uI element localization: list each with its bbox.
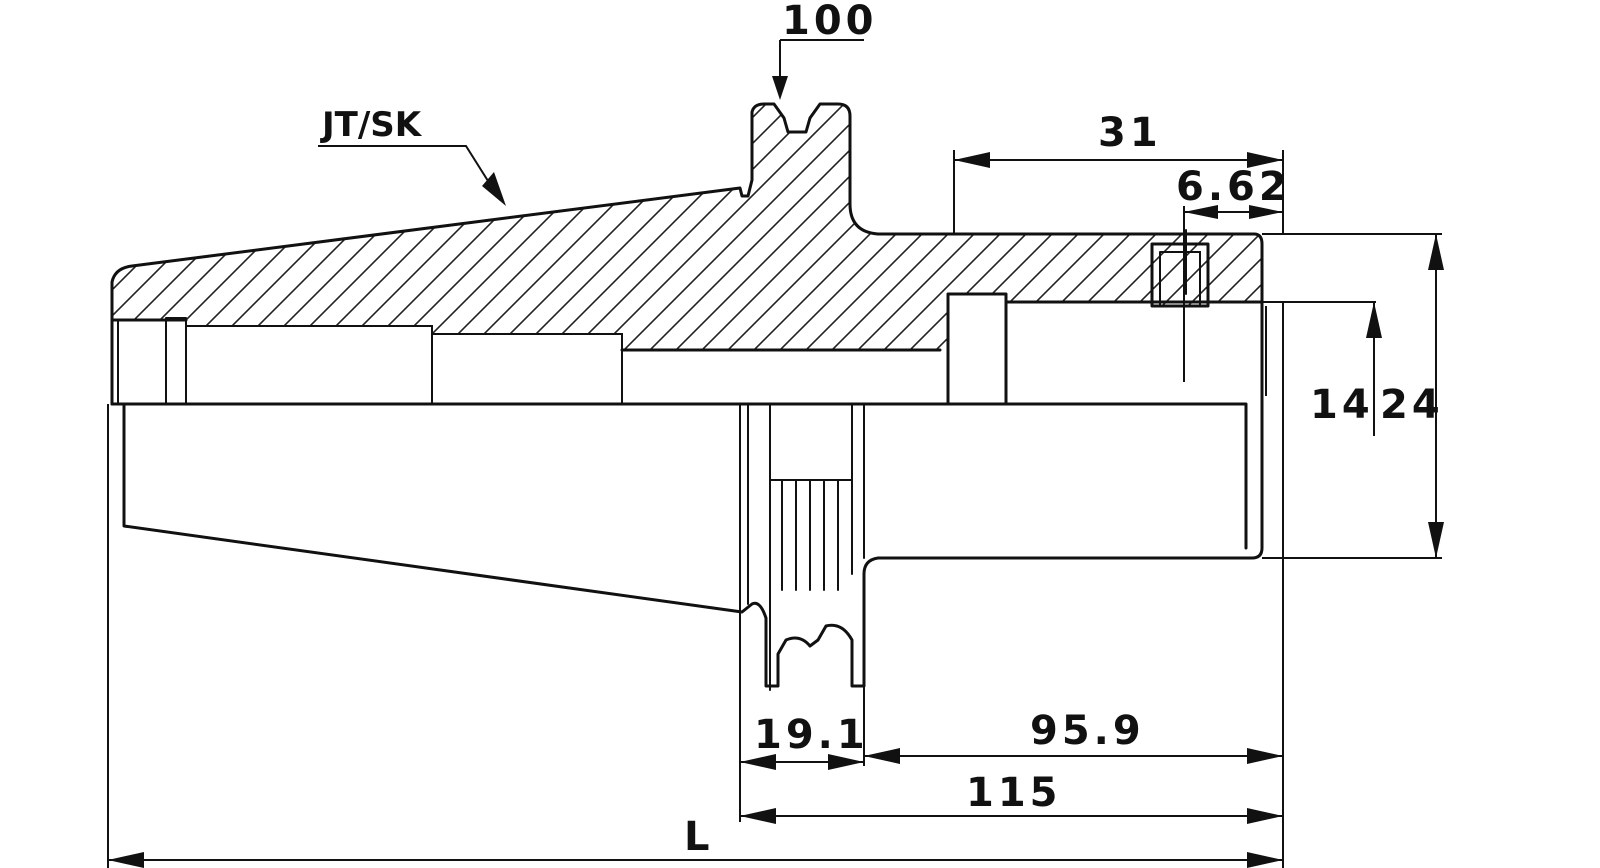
hatch-line xyxy=(483,104,755,350)
dim-bore-depth: 31 xyxy=(1098,110,1162,156)
hatch-line xyxy=(1550,90,1600,360)
hatch-line xyxy=(0,90,52,360)
extension-lines xyxy=(107,150,1442,868)
hatch-line xyxy=(1185,104,1262,350)
hatch-line xyxy=(1472,90,1600,360)
dim-slot-width: 6.62 xyxy=(1176,164,1291,210)
dim-shank-length: 95.9 xyxy=(1030,708,1145,754)
hatch-line xyxy=(1394,90,1600,360)
hatch-line xyxy=(0,90,26,360)
dimension-lines xyxy=(108,39,1444,868)
hatch-line xyxy=(1498,90,1600,360)
hatch-line xyxy=(1290,90,1560,360)
dim-flange-diameter: 100 xyxy=(782,0,878,44)
hatch-line xyxy=(639,104,911,350)
dim-overall-length: L xyxy=(684,814,714,860)
hatch-line xyxy=(431,104,703,350)
hatch-line xyxy=(1420,90,1600,360)
hatch-line xyxy=(1211,104,1262,350)
hatch-line xyxy=(509,104,781,350)
hatch-line xyxy=(769,104,1041,350)
hatch-line xyxy=(1446,90,1600,360)
hatch-line xyxy=(847,104,1119,350)
toolholder-body xyxy=(110,102,1264,691)
hatch-line xyxy=(1342,90,1600,360)
hatch-line xyxy=(951,104,1223,350)
hatch-line xyxy=(0,90,104,360)
dim-outer-diameter: 24 xyxy=(1380,382,1444,428)
hatch-line xyxy=(613,104,885,350)
hatch-line xyxy=(691,104,963,350)
hatch-line xyxy=(1055,104,1262,350)
hatch-line xyxy=(795,104,1067,350)
dim-gauge-length: 115 xyxy=(966,770,1062,816)
hatch-line xyxy=(1264,90,1534,360)
hatch-line xyxy=(561,104,833,350)
hatch-line xyxy=(743,104,1015,350)
dim-flange-width: 19.1 xyxy=(754,712,869,758)
hatch-line xyxy=(535,104,807,350)
hatch-line xyxy=(0,90,78,360)
hatch-line xyxy=(1316,90,1586,360)
hatch-line xyxy=(112,104,339,350)
hatch-line xyxy=(1576,90,1600,360)
hatch-line xyxy=(1159,104,1262,350)
dim-inner-diameter: 14 xyxy=(1310,382,1374,428)
hatch-line xyxy=(821,104,1093,350)
hatch-line xyxy=(1029,104,1262,350)
hatch-line xyxy=(1133,104,1262,350)
hatch-line xyxy=(1368,90,1600,360)
hatch-line xyxy=(457,104,729,350)
taper-label: JT/SK xyxy=(320,105,423,145)
hatch-line xyxy=(1524,90,1600,360)
hatch-line xyxy=(587,104,859,350)
